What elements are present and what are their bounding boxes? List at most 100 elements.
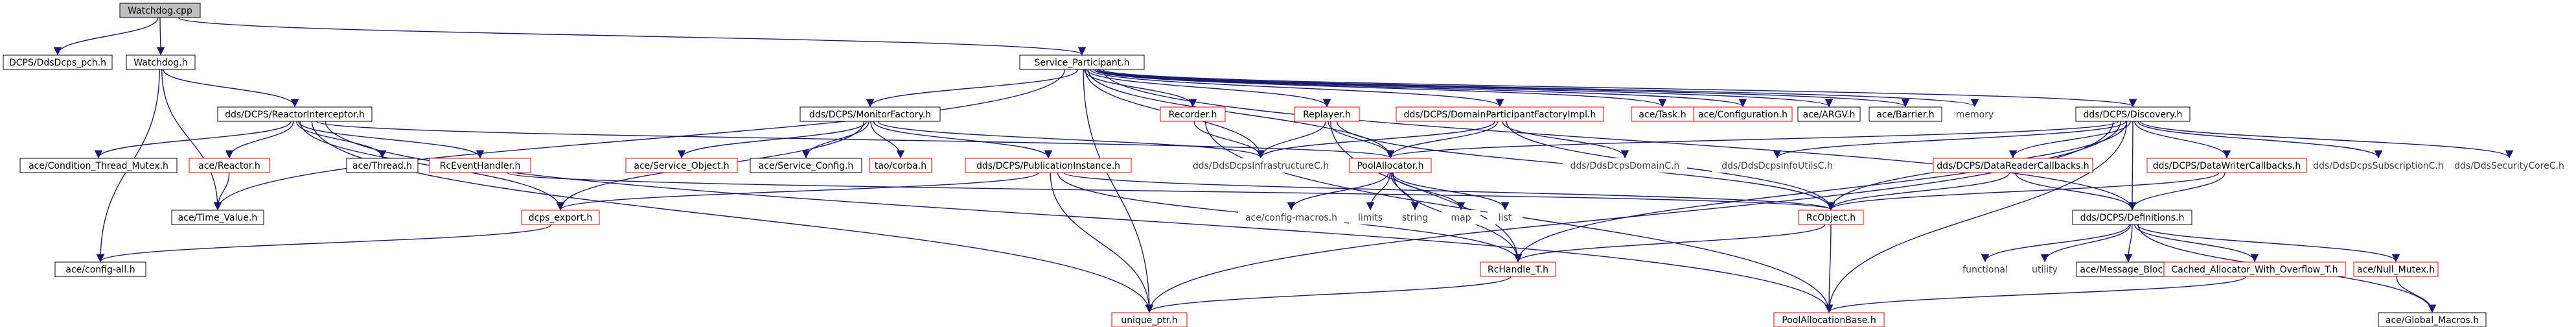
node-limits[interactable]: limits bbox=[1349, 210, 1392, 224]
node-ace-barrier[interactable]: ace/Barrier.h bbox=[1869, 106, 1942, 122]
node-box bbox=[189, 158, 270, 173]
node-label: dcps_export.h bbox=[529, 213, 592, 223]
node-dds-dcps-domain-c[interactable]: dds/DdsDcpsDomainC.h bbox=[1563, 158, 1687, 173]
node-dds-dcps-subscription-c[interactable]: dds/DdsDcpsSubscriptionC.h bbox=[2308, 158, 2448, 173]
node-label: memory bbox=[1956, 110, 1994, 120]
edge-replayer-to-rc_handle_t bbox=[1330, 121, 1523, 263]
node-utility[interactable]: utility bbox=[2021, 262, 2068, 276]
node-dcps-export[interactable]: dcps_export.h bbox=[521, 210, 600, 225]
node-reactor-interceptor[interactable]: dds/DCPS/ReactorInterceptor.h bbox=[217, 106, 373, 122]
edge-watchdog_h-to-reactor_interceptor bbox=[163, 69, 299, 108]
node-box bbox=[1797, 106, 1861, 122]
node-data-writer-callbacks[interactable]: dds/DCPS/DataWriterCallbacks.h bbox=[2146, 158, 2307, 173]
node-rc-object[interactable]: RcObject.h bbox=[1798, 210, 1864, 225]
node-label: dds/DCPS/DataWriterCallbacks.h bbox=[2153, 161, 2301, 171]
node-label: dds/DCPS/DataReaderCallbacks.h bbox=[1937, 161, 2089, 171]
node-box bbox=[126, 54, 196, 70]
edge-discovery-to-rc_handle_t bbox=[1513, 121, 2121, 263]
node-ddsdcps-pch[interactable]: DCPS/DdsDcps_pch.h bbox=[3, 54, 113, 70]
node-rc-event-handler[interactable]: RcEventHandler.h bbox=[429, 158, 531, 173]
edge-cached_allocator-to-pool_allocation_base bbox=[1824, 276, 2247, 313]
node-ace-config-all[interactable]: ace/config-all.h bbox=[54, 261, 146, 277]
node-label: DCPS/DdsDcps_pch.h bbox=[9, 58, 106, 68]
edge-dcps_definitions-to-functional bbox=[1981, 224, 2130, 263]
node-label: unique_ptr.h bbox=[1121, 315, 1177, 326]
node-ace-null-mutex[interactable]: ace/Null_Mutex.h bbox=[2353, 261, 2439, 277]
edge-pool_allocator-to-limits bbox=[1366, 172, 1391, 211]
edge-watchdog_h-to-ace_time_value bbox=[161, 69, 222, 211]
edge-discovery-to-pool_allocator bbox=[1386, 121, 2119, 159]
node-functional[interactable]: functional bbox=[1956, 262, 2014, 276]
edge-rc_object-to-pool_allocation_base bbox=[1824, 224, 1834, 313]
node-publication-instance[interactable]: dds/DCPS/PublicationInstance.h bbox=[965, 158, 1132, 173]
node-box bbox=[1480, 261, 1556, 277]
node-string[interactable]: string bbox=[1394, 210, 1436, 224]
node-dds-dcps-info-utils-c[interactable]: dds/DdsDcpsInfoUtilsC.h bbox=[1712, 158, 1843, 173]
node-box bbox=[1294, 106, 1360, 122]
node-ace-message-block[interactable]: ace/Message_Block.h bbox=[2076, 261, 2181, 277]
node-box bbox=[2308, 158, 2448, 173]
node-unique-ptr[interactable]: unique_ptr.h bbox=[1111, 312, 1188, 327]
node-ace-global-macros[interactable]: ace/Global_Macros.h bbox=[2378, 312, 2487, 327]
node-label: PoolAllocator.h bbox=[1357, 161, 1423, 171]
node-box bbox=[1349, 158, 1432, 173]
node-box bbox=[2072, 210, 2192, 225]
edge-watchdog_cpp-to-service_participant bbox=[178, 17, 1086, 56]
node-ace-time-value[interactable]: ace/Time_Value.h bbox=[171, 210, 264, 225]
node-box bbox=[2378, 312, 2487, 327]
node-condition-thread-mutex[interactable]: ace/Condition_Thread_Mutex.h bbox=[19, 158, 178, 173]
node-discovery[interactable]: dds/DCPS/Discovery.h bbox=[2075, 106, 2191, 122]
node-tao-corba[interactable]: tao/corba.h bbox=[869, 158, 932, 173]
node-box bbox=[1693, 106, 1793, 122]
node-box bbox=[1949, 107, 2000, 121]
node-ace-configuration[interactable]: ace/Configuration.h bbox=[1693, 106, 1793, 122]
edge-service_participant-to-monitor_factory bbox=[866, 69, 1079, 108]
node-box bbox=[1349, 210, 1392, 224]
node-label: ace/Service_Config.h bbox=[759, 161, 854, 171]
node-map[interactable]: map bbox=[1442, 210, 1480, 224]
node-ace-task[interactable]: ace/Task.h bbox=[1631, 106, 1694, 122]
edge-discovery-to-dcps_definitions bbox=[2128, 121, 2137, 211]
node-pool-allocation-base[interactable]: PoolAllocationBase.h bbox=[1773, 312, 1885, 327]
node-ace-thread[interactable]: ace/Thread.h bbox=[346, 158, 419, 173]
edge-service_participant-to-unique_ptr bbox=[1083, 69, 1154, 313]
edge-monitor_factory-to-ace_service_object bbox=[677, 121, 867, 159]
node-label: Cached_Allocator_With_Overflow_T.h bbox=[2172, 265, 2338, 275]
edge-discovery-to-data_writer_callbacks bbox=[2134, 121, 2231, 159]
node-box bbox=[1238, 210, 1344, 224]
node-box bbox=[2450, 158, 2568, 173]
node-service-participant[interactable]: Service_Participant.h bbox=[1019, 54, 1145, 70]
node-rc-handle-t[interactable]: RcHandle_T.h bbox=[1480, 261, 1556, 277]
node-cached-allocator[interactable]: Cached_Allocator_With_Overflow_T.h bbox=[2163, 261, 2346, 277]
edge-pool_allocator-to-string bbox=[1390, 172, 1420, 211]
node-ace-service-config[interactable]: ace/Service_Config.h bbox=[750, 158, 862, 173]
node-watchdog-h[interactable]: Watchdog.h bbox=[126, 54, 196, 70]
node-memory[interactable]: memory bbox=[1949, 107, 2000, 121]
edge-data_reader_callbacks-to-rc_object bbox=[1826, 172, 2010, 211]
node-dds-dcps-infrastructure-c[interactable]: dds/DdsDcpsInfrastructureC.h bbox=[1184, 158, 1337, 173]
edge-monitor_factory-to-tao_corba bbox=[870, 121, 905, 159]
node-ace-reactor[interactable]: ace/Reactor.h bbox=[189, 158, 270, 173]
node-list[interactable]: list bbox=[1488, 210, 1523, 224]
node-ace-argv[interactable]: ace/ARGV.h bbox=[1797, 106, 1861, 122]
node-ace-service-object[interactable]: ace/Service_Object.h bbox=[625, 158, 738, 173]
node-box bbox=[171, 210, 264, 225]
node-box bbox=[2021, 262, 2068, 276]
node-box bbox=[1869, 106, 1942, 122]
node-recorder[interactable]: Recorder.h bbox=[1160, 106, 1226, 122]
node-data-reader-callbacks[interactable]: dds/DCPS/DataReaderCallbacks.h bbox=[1933, 158, 2093, 173]
node-box bbox=[625, 158, 738, 173]
node-dcps-definitions[interactable]: dds/DCPS/Definitions.h bbox=[2072, 210, 2192, 225]
node-box bbox=[1184, 158, 1337, 173]
node-ace-config-macros[interactable]: ace/config-macros.h bbox=[1238, 210, 1344, 224]
node-label: limits bbox=[1358, 213, 1383, 223]
node-box bbox=[119, 3, 201, 18]
edge-service_participant-to-ace_configuration bbox=[1094, 69, 1747, 108]
node-replayer[interactable]: Replayer.h bbox=[1294, 106, 1360, 122]
node-domain-participant-factory-impl[interactable]: dds/DCPS/DomainParticipantFactoryImpl.h bbox=[1396, 106, 1604, 122]
edge-service_participant-to-ace_task bbox=[1093, 69, 1666, 108]
node-pool-allocator[interactable]: PoolAllocator.h bbox=[1349, 158, 1432, 173]
node-dds-security-core-c[interactable]: dds/DdsSecurityCoreC.h bbox=[2450, 158, 2568, 173]
node-monitor-factory[interactable]: dds/DCPS/MonitorFactory.h bbox=[799, 106, 941, 122]
